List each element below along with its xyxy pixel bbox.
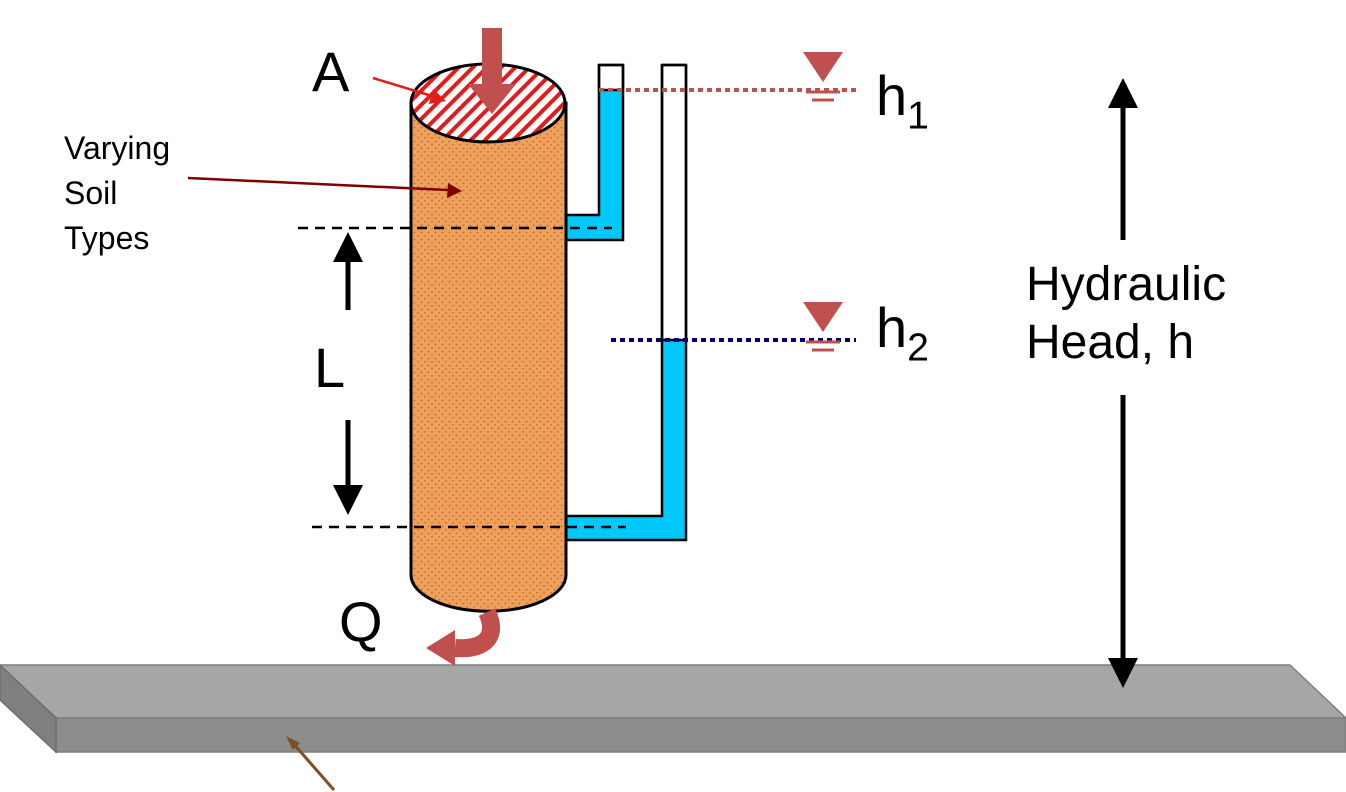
datum-pointer-arrow <box>286 736 336 791</box>
datum-slab-top <box>0 664 1346 719</box>
h1-subscript: 1 <box>907 94 929 138</box>
datum-slab <box>0 663 1346 754</box>
flow-label: Q <box>339 590 383 653</box>
datum-slab-side <box>0 663 57 754</box>
soil-types-line-2: Soil <box>64 174 118 211</box>
soil-types-line-3: Types <box>64 219 150 256</box>
datum-slab-front <box>55 717 1346 753</box>
hydraulic-head-line-1: Hydraulic <box>1026 258 1227 311</box>
length-label: L <box>314 336 346 399</box>
h1-label: h1 <box>876 68 929 136</box>
h1-level <box>599 52 856 102</box>
h2-level <box>611 302 856 352</box>
h2-water-level-symbol <box>803 302 843 332</box>
h1-base: h <box>876 64 908 127</box>
hydraulic-head-label: Hydraulic Head, h <box>1026 256 1226 371</box>
soil-pointer-arrow <box>187 176 462 198</box>
hydraulic-head-line-2: Head, h <box>1026 315 1195 369</box>
length-arrows <box>333 232 363 515</box>
soil-types-line-1: Varying <box>64 130 171 166</box>
piezometer-tube-2 <box>566 63 688 542</box>
piezometer-tube-1 <box>566 63 625 242</box>
area-pointer-arrow <box>372 76 446 104</box>
h2-label: h2 <box>876 300 929 368</box>
soil-types-label: Varying Soil Types <box>64 126 170 260</box>
outflow-arrow <box>426 608 501 666</box>
hydraulic-head-arrow <box>1108 78 1138 688</box>
h2-subscript: 2 <box>907 326 929 370</box>
soil-column <box>409 62 568 613</box>
h1-water-level-symbol <box>803 52 843 82</box>
area-label: A <box>312 40 350 103</box>
inflow-arrow <box>468 28 516 114</box>
h2-base: h <box>876 296 908 359</box>
